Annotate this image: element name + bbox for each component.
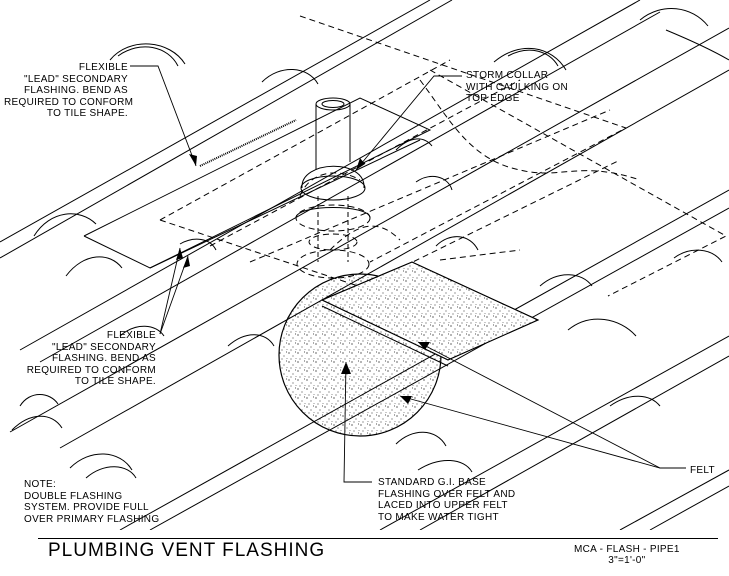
label-base-flashing: STANDARD G.I. BASE FLASHING OVER FELT AN… [378, 477, 516, 523]
leader-arrowheads [176, 154, 430, 404]
title-rule [38, 538, 718, 539]
label-lead-flashing-top: FLEXIBLE "LEAD" SECONDARY FLASHING. BEND… [4, 62, 134, 119]
label-storm-collar: STORM COLLAR WITH CAULKING ON TOP EDGE [466, 70, 569, 104]
label-lead-flashing-mid: FLEXIBLE "LEAD" SECONDARY FLASHING. BEND… [26, 330, 156, 387]
lead-flashing-hatch [199, 119, 297, 167]
drawing-title: PLUMBING VENT FLASHING [48, 540, 326, 561]
label-note: NOTE: DOUBLE FLASHING SYSTEM. PROVIDE FU… [24, 479, 160, 525]
base-flashing-edge [321, 305, 449, 367]
lead-flashing-panel [83, 97, 432, 269]
label-felt: FELT [690, 465, 715, 476]
tile-arches [11, 8, 729, 479]
tile-course-lines [0, 0, 729, 530]
drawing-reference: MCA - FLASH - PIPE1 3"=1'-0" [574, 544, 680, 566]
lead-flashing-edge [149, 139, 421, 269]
storm-collar [295, 165, 371, 279]
vent-pipe [315, 97, 351, 262]
base-flashing-texture [320, 261, 540, 361]
leader-lines [130, 65, 686, 483]
